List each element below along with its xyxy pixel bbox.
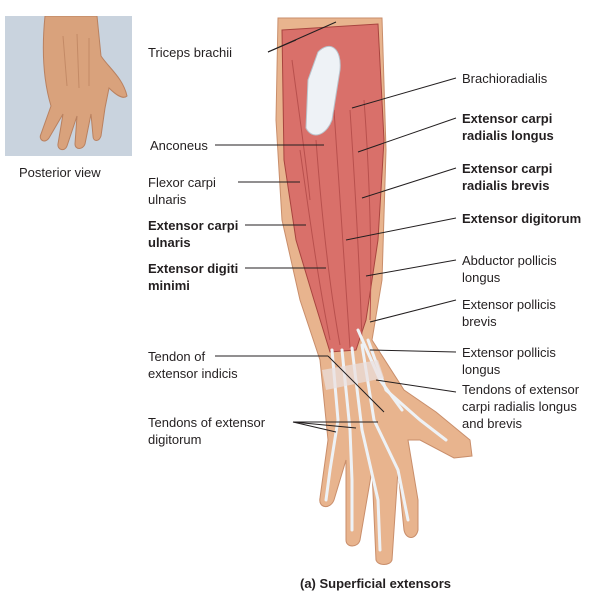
label-extensor-carpi-radialis-longus: Extensor carpi radialis longus bbox=[462, 111, 554, 143]
label-extensor-digitorum: Extensor digitorum bbox=[462, 211, 582, 226]
label-abductor-pollicis-longus: Abductor pollicis longus bbox=[462, 253, 557, 285]
label-extensor-carpi-radialis-brevis: Extensor carpi radialis brevis bbox=[462, 161, 553, 193]
posterior-view-caption: Posterior view bbox=[19, 165, 101, 180]
triceps-aponeurosis bbox=[305, 46, 341, 136]
posterior-view-inset bbox=[5, 16, 132, 156]
label-flexor-carpi-ulnaris: Flexor carpi ulnaris bbox=[148, 175, 216, 207]
label-extensor-digiti-minimi: Extensor digiti minimi bbox=[148, 261, 239, 293]
label-anconeus: Anconeus bbox=[150, 138, 208, 153]
hand-thumbnail-image bbox=[39, 16, 128, 151]
label-triceps-brachii: Triceps brachii bbox=[148, 45, 233, 60]
label-extensor-carpi-ulnaris: Extensor carpi ulnaris bbox=[148, 218, 239, 250]
extensor-retinaculum bbox=[322, 360, 384, 390]
label-tendons-extensor-carpi-radialis: Tendons of extensor carpi radialis longu… bbox=[462, 382, 580, 431]
label-tendon-extensor-indicis: Tendon of extensor indicis bbox=[148, 349, 238, 381]
label-tendons-extensor-digitorum: Tendons of extensor digitorum bbox=[148, 415, 266, 447]
label-brachioradialis: Brachioradialis bbox=[462, 71, 548, 86]
label-extensor-pollicis-longus: Extensor pollicis longus bbox=[462, 345, 556, 377]
figure-title: (a) Superficial extensors bbox=[300, 576, 451, 591]
label-extensor-pollicis-brevis: Extensor pollicis brevis bbox=[462, 297, 556, 329]
